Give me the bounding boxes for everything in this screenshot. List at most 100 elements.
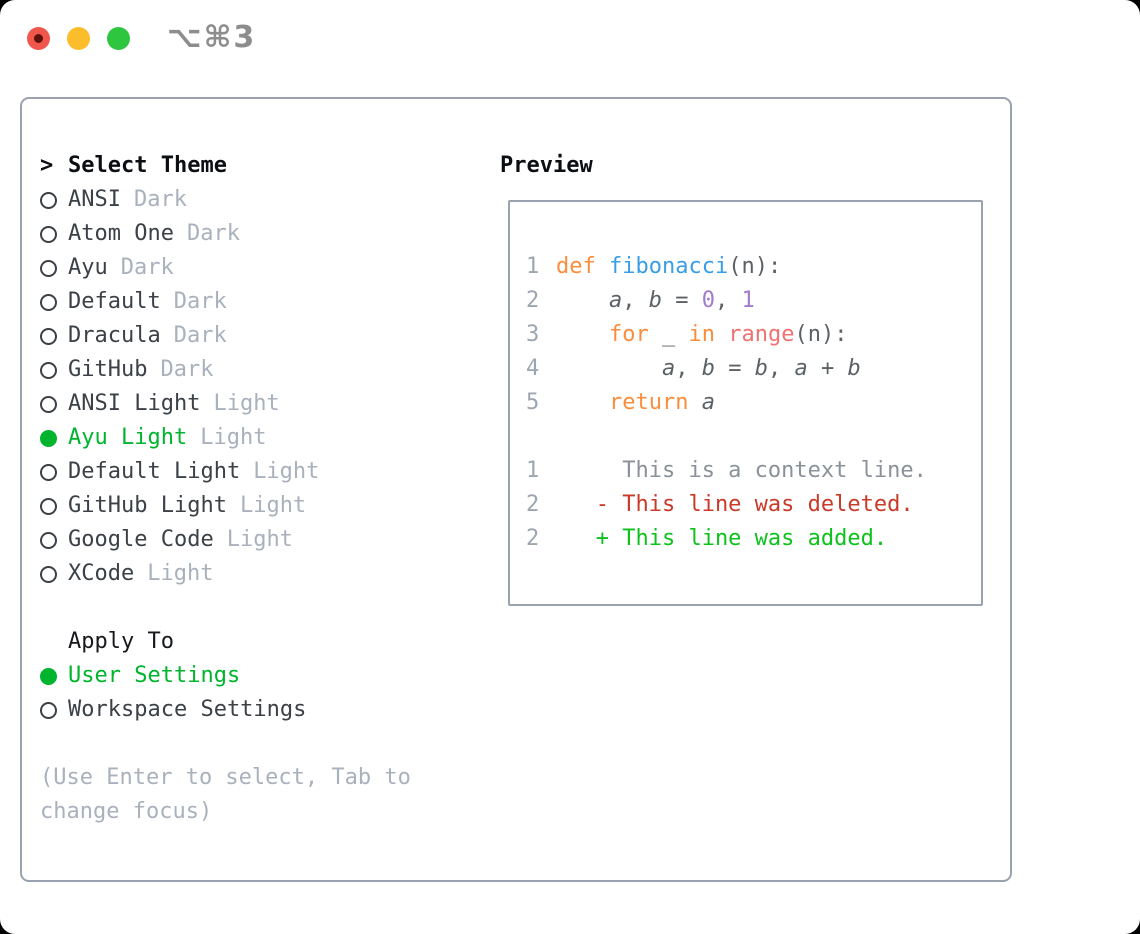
theme-option[interactable]: GitHub Light Light	[40, 489, 480, 523]
theme-name: Google Code	[68, 527, 214, 552]
prompt-caret-icon: >	[40, 153, 54, 178]
radio-icon	[40, 259, 57, 277]
theme-option[interactable]: Google Code Light	[40, 523, 480, 557]
radio-marker	[40, 497, 68, 515]
theme-name: Dracula	[68, 323, 161, 348]
radio-marker	[40, 531, 68, 549]
theme-option[interactable]: Default Light Light	[40, 455, 480, 489]
radio-icon	[40, 463, 57, 481]
diff-context-text: This is a context line.	[556, 458, 927, 483]
token-variable: a	[701, 390, 715, 415]
token-keyword: for	[608, 322, 649, 347]
apply-to-option[interactable]: Workspace Settings	[40, 693, 480, 727]
token-function: fibonacci	[609, 254, 729, 279]
radio-icon	[40, 293, 57, 311]
code-line: 1 def fibonacci(n):	[526, 250, 981, 284]
token-plain: ,	[622, 288, 649, 313]
code-line: 4 a, b = b, a + b	[526, 352, 981, 386]
theme-variant: Light	[226, 527, 293, 552]
diff-line: 2 + This line was added.	[526, 522, 981, 556]
help-text: (Use Enter to select, Tab to change focu…	[40, 765, 411, 824]
token-keyword: def	[556, 254, 596, 279]
line-number: 1	[526, 254, 540, 279]
radio-marker	[40, 361, 68, 379]
apply-to-label: User Settings	[68, 663, 241, 688]
keyboard-shortcut-label: ⌥⌘3	[167, 20, 257, 55]
diff-deleted-text: - This line was deleted.	[556, 492, 914, 517]
diff-added-text: + This line was added.	[556, 526, 888, 551]
token-variable: b	[648, 288, 662, 313]
theme-variant: Dark	[160, 357, 214, 382]
theme-variant: Light	[213, 391, 280, 416]
token-plain: _	[648, 322, 689, 347]
token-variable: b	[701, 356, 715, 381]
token-plain	[688, 390, 701, 415]
preview-heading: Preview	[500, 153, 593, 178]
radio-marker	[40, 259, 68, 277]
token-builtin: range	[728, 322, 795, 347]
theme-variant: Dark	[173, 289, 227, 314]
code-line: 3 for _ in range(n):	[526, 318, 981, 352]
close-button[interactable]	[27, 27, 50, 50]
theme-name: Atom One	[68, 221, 174, 246]
radio-icon	[40, 701, 57, 719]
token-plain: ,	[767, 356, 795, 381]
theme-name: GitHub Light	[68, 493, 227, 518]
token-plain	[556, 288, 609, 313]
radio-icon	[40, 497, 57, 515]
theme-variant: Dark	[133, 187, 187, 212]
theme-variant: Light	[253, 459, 320, 484]
theme-option[interactable]: GitHub Dark	[40, 353, 480, 387]
code-line: 2 a, b = 0, 1	[526, 284, 981, 318]
apply-to-title: Apply To	[68, 629, 174, 654]
theme-option[interactable]: Ayu Light Light	[40, 421, 480, 455]
line-number: 4	[526, 356, 540, 381]
radio-icon	[40, 565, 57, 583]
radio-marker	[40, 429, 68, 447]
theme-name: ANSI Light	[68, 391, 201, 416]
token-plain: =	[661, 288, 702, 313]
code-line: 5 return a	[526, 386, 981, 420]
token-plain	[596, 254, 609, 279]
radio-marker	[40, 463, 68, 481]
line-number: 2	[526, 526, 540, 551]
theme-variant: Light	[147, 561, 214, 586]
code-content: a, b = 0, 1	[556, 284, 755, 318]
code-content: a, b = b, a + b	[556, 352, 861, 386]
line-number: 1	[526, 458, 540, 483]
radio-marker	[40, 395, 68, 413]
theme-variant: Light	[200, 425, 267, 450]
theme-name: Default Light	[68, 459, 241, 484]
close-button-dot-icon	[34, 34, 43, 43]
theme-name: GitHub	[68, 357, 148, 382]
select-theme-heading-row: > Select Theme	[40, 149, 480, 183]
diff-line: 1 This is a context line.	[526, 454, 981, 488]
theme-variant: Light	[239, 493, 307, 518]
token-keyword: return	[608, 390, 689, 415]
token-plain: (n):	[728, 254, 782, 279]
theme-name: Ayu Light	[68, 425, 188, 450]
token-plain	[556, 390, 609, 415]
apply-to-option[interactable]: User Settings	[40, 659, 480, 693]
token-plain	[715, 322, 728, 347]
minimize-button[interactable]	[67, 27, 90, 50]
diff-line: 2 - This line was deleted.	[526, 488, 981, 522]
token-keyword: in	[688, 322, 715, 347]
token-plain: =	[714, 356, 755, 381]
token-plain: ,	[714, 288, 742, 313]
zoom-button[interactable]	[107, 27, 130, 50]
theme-option[interactable]: ANSI Light Light	[40, 387, 480, 421]
diff-lines: 1 This is a context line.2 - This line w…	[526, 454, 981, 556]
apply-to-label: Workspace Settings	[68, 697, 307, 722]
radio-icon	[40, 225, 57, 243]
token-number: 1	[741, 288, 755, 313]
